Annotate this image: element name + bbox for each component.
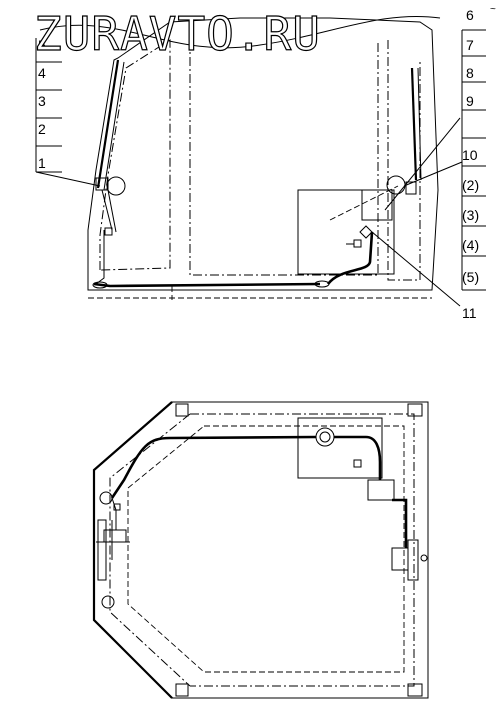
inner-frame-center [189,40,379,276]
plan-hose-main [334,435,382,480]
callout-2: 2 [38,121,46,137]
callout-1: 1 [38,155,46,171]
right-hose [326,231,374,285]
callout-labels-right: 6 7 8 9 10 (2) (3) (4) (5) 11 [462,7,479,321]
cab-plan-view [92,401,429,699]
plan-frame-front [92,401,173,699]
callout-5: 5 [38,37,46,53]
callout-11: 11 [462,305,477,321]
leader-11 [371,231,461,307]
washer-reservoir-icon [106,176,126,196]
plan-inner-top [190,413,415,687]
inner-frame-left [99,39,171,271]
plan-left-valve [113,503,121,511]
floor-clip-left [92,281,108,289]
plan-inner-dash [127,425,405,673]
floor-line [88,286,432,300]
plan-left-nozzle [101,595,115,609]
plan-left-motor-icon [103,529,127,543]
callout-6: 6 [466,7,474,23]
leader-9 [384,117,461,211]
windshield-left-blade [96,59,120,189]
callout-3-paren: (3) [462,207,479,223]
check-valve-icon [353,239,362,248]
cab-outline [87,17,439,291]
callout-4-paren: (4) [462,237,479,253]
pump-icon [361,189,393,221]
floor-hose-left [93,282,321,288]
right-reservoir-icon [386,175,406,195]
valve-icon [359,225,373,239]
callout-10: 10 [462,147,478,163]
plan-left-mount [97,519,107,581]
callout-2-paren: (2) [462,177,479,193]
inner-frame-right [387,40,421,281]
plan-inner-diag [109,413,191,687]
plan-right-nozzle [420,554,428,562]
plan-check-valve-icon [353,459,362,468]
post-top-left [175,403,189,417]
windshield-left-edge [103,61,125,191]
plan-hose-front [110,435,317,499]
plan-reservoir-inner [319,431,331,443]
corner-mark: ~ [490,4,496,15]
watermark: ZURAVTO.RU [34,7,321,61]
windshield-right-blade [410,67,418,181]
plan-reservoir-icon [315,427,335,447]
callout-9: 9 [466,93,474,109]
pump-panel [297,189,395,275]
callout-3: 3 [38,93,46,109]
plan-hose-right [392,498,408,548]
callout-5-paren: (5) [462,269,479,285]
pump-panel-link [329,185,399,221]
post-top-right [407,403,423,417]
nozzle-icon [104,227,113,236]
post-bottom-right [407,683,423,697]
plan-right-mount [407,539,419,581]
windshield-right-edge [417,67,422,181]
plan-right-motor-icon [391,547,409,571]
cab-side-view [35,15,486,307]
plan-pump-icon [367,479,395,501]
plan-pump-panel [297,417,383,479]
callout-labels-left: 5 4 3 2 1 [38,37,46,171]
callout-7: 7 [466,37,474,53]
leader-1 [35,171,101,187]
callout-table-right [461,29,486,291]
plan-left-hose-drop [111,497,117,530]
leader-10 [403,161,463,187]
post-bottom-left [175,683,189,697]
callout-table-left [35,38,62,173]
plan-left-arm [96,520,130,560]
callout-4: 4 [38,65,46,81]
callout-8: 8 [466,65,474,81]
right-motor-icon [405,181,417,195]
roof-curve [39,15,441,49]
